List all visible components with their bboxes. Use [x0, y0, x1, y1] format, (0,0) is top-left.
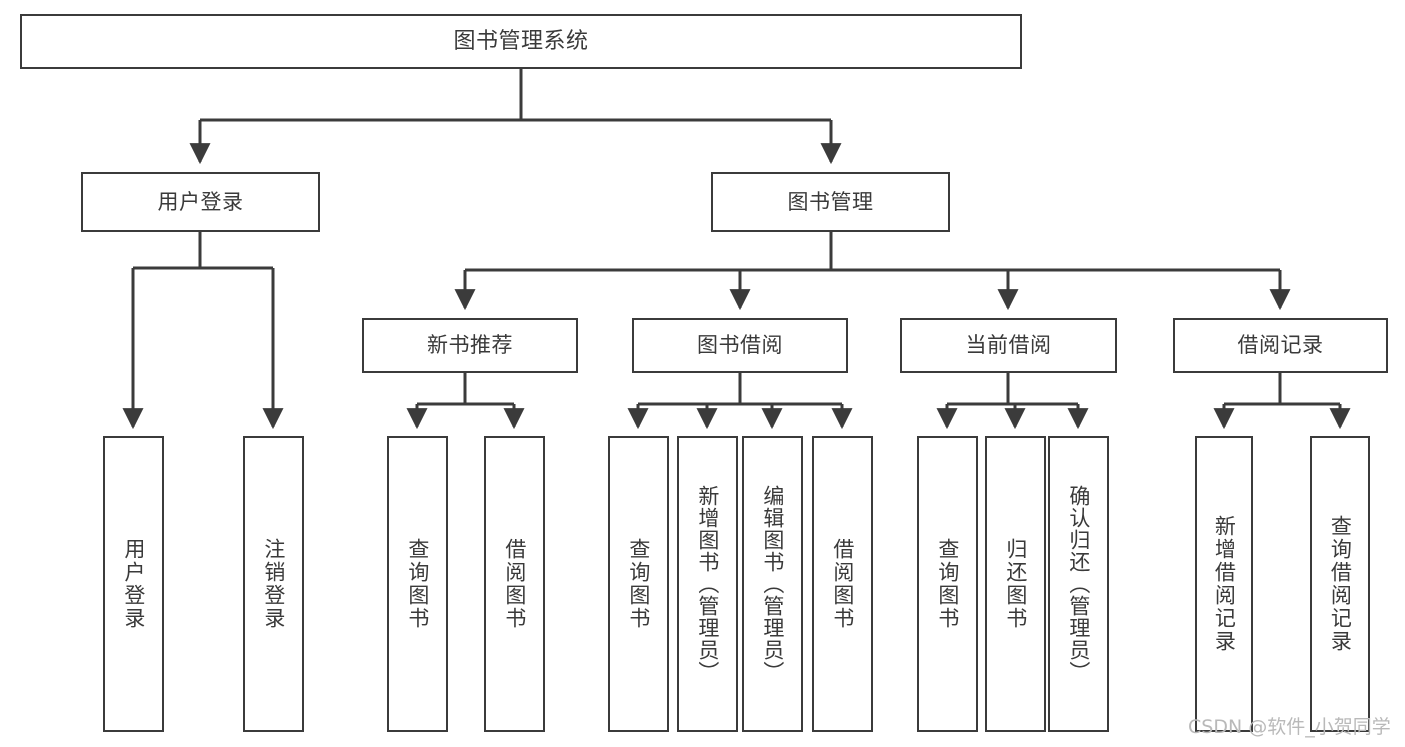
node-label: 图书借阅 — [697, 333, 783, 358]
node-label: 查询图书 — [935, 538, 960, 630]
node-label: 编辑图书（管理员） — [760, 485, 785, 683]
leaf-leaf-edit-book[interactable]: 编辑图书（管理员） — [742, 436, 803, 732]
leaf-leaf-add-record[interactable]: 新增借阅记录 — [1195, 436, 1253, 732]
leaf-leaf-add-book[interactable]: 新增图书（管理员） — [677, 436, 738, 732]
node-label: 图书管理 — [787, 189, 874, 214]
leaf-leaf-borrow-book-2[interactable]: 借阅图书 — [812, 436, 873, 732]
node-label: 借阅记录 — [1237, 333, 1324, 358]
leaf-leaf-query-book-1[interactable]: 查询图书 — [387, 436, 448, 732]
node-book-manage[interactable]: 图书管理 — [711, 172, 950, 232]
leaf-leaf-query-book-3[interactable]: 查询图书 — [917, 436, 978, 732]
node-label: 查询图书 — [626, 538, 651, 630]
node-label: 归还图书 — [1003, 538, 1028, 630]
node-label: 新增借阅记录 — [1212, 515, 1237, 653]
leaf-leaf-query-book-2[interactable]: 查询图书 — [608, 436, 669, 732]
node-label: 新书推荐 — [427, 333, 513, 358]
leaf-leaf-logout[interactable]: 注销登录 — [243, 436, 304, 732]
node-label: 用户登录 — [157, 189, 244, 214]
node-label: 图书管理系统 — [453, 28, 589, 54]
node-label: 借阅图书 — [830, 538, 855, 630]
node-borrow-record[interactable]: 借阅记录 — [1173, 318, 1388, 373]
leaf-leaf-query-record[interactable]: 查询借阅记录 — [1310, 436, 1370, 732]
node-label: 当前借阅 — [965, 333, 1052, 358]
leaf-leaf-confirm-return[interactable]: 确认归还（管理员） — [1048, 436, 1109, 732]
leaf-leaf-return-book[interactable]: 归还图书 — [985, 436, 1046, 732]
node-label: 确认归还（管理员） — [1066, 485, 1091, 683]
node-label: 注销登录 — [261, 538, 286, 630]
node-label: 查询图书 — [405, 538, 430, 630]
node-user-login[interactable]: 用户登录 — [81, 172, 320, 232]
leaf-leaf-user-login[interactable]: 用户登录 — [103, 436, 164, 732]
node-label: 借阅图书 — [502, 538, 527, 630]
node-book-borrow[interactable]: 图书借阅 — [632, 318, 848, 373]
node-new-book-recommend[interactable]: 新书推荐 — [362, 318, 578, 373]
leaf-leaf-borrow-book-1[interactable]: 借阅图书 — [484, 436, 545, 732]
node-root[interactable]: 图书管理系统 — [20, 14, 1022, 69]
node-label: 用户登录 — [121, 538, 146, 630]
node-label: 新增图书（管理员） — [695, 485, 720, 683]
node-current-borrow[interactable]: 当前借阅 — [900, 318, 1117, 373]
node-label: 查询借阅记录 — [1328, 515, 1353, 653]
csdn-watermark: CSDN @软件_小贺同学 — [1188, 716, 1391, 738]
